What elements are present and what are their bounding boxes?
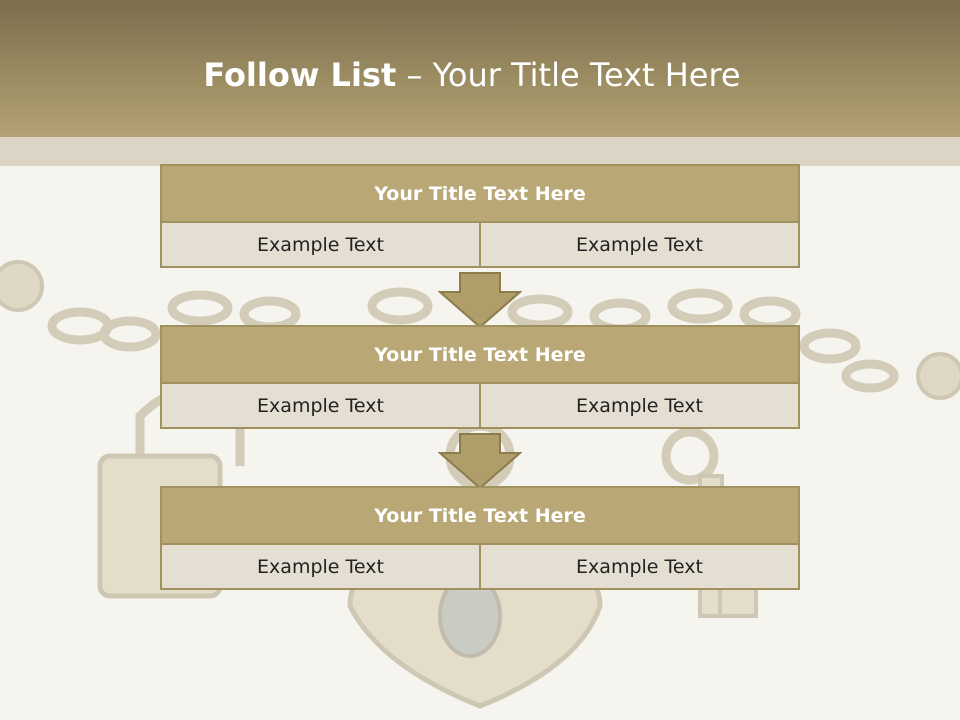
box-cell-right: Example Text	[481, 223, 798, 266]
slide-title: Follow List – Your Title Text Here	[0, 52, 944, 98]
header-subband	[0, 137, 960, 166]
box-title: Your Title Text Here	[162, 327, 798, 382]
down-arrow-icon	[438, 272, 522, 328]
list-box-3: Your Title Text Here Example Text Exampl…	[160, 486, 800, 590]
box-cell-left: Example Text	[162, 384, 479, 427]
box-title: Your Title Text Here	[162, 166, 798, 221]
box-cell-left: Example Text	[162, 545, 479, 588]
slide-title-bold: Follow List	[203, 56, 397, 94]
box-cell-right: Example Text	[481, 545, 798, 588]
box-cell-left: Example Text	[162, 223, 479, 266]
down-arrow-icon	[438, 433, 522, 489]
slide-title-rest: – Your Title Text Here	[396, 56, 741, 94]
box-title: Your Title Text Here	[162, 488, 798, 543]
list-box-2: Your Title Text Here Example Text Exampl…	[160, 325, 800, 429]
header-band	[0, 0, 960, 137]
list-box-1: Your Title Text Here Example Text Exampl…	[160, 164, 800, 268]
box-cell-right: Example Text	[481, 384, 798, 427]
